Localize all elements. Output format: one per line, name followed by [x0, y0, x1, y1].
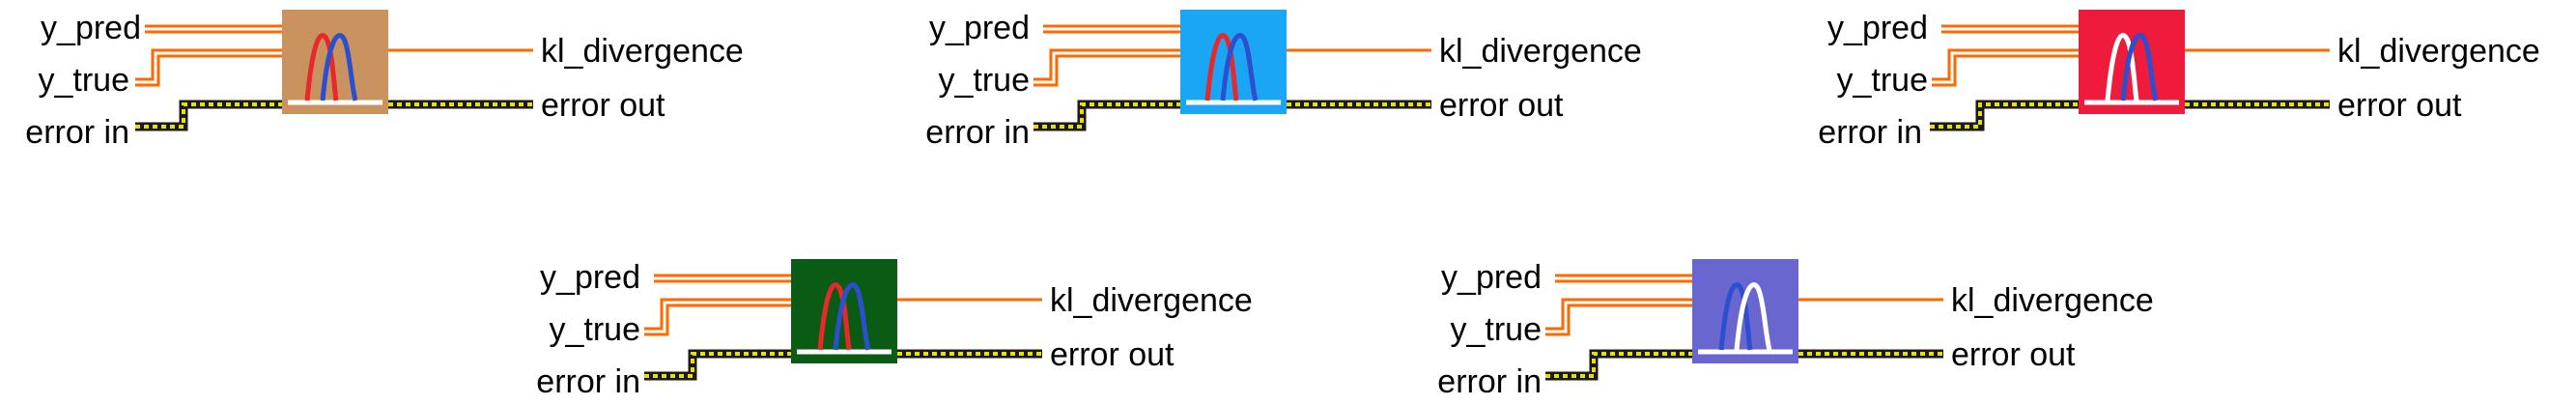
kl-divergence-icon[interactable] [791, 259, 897, 363]
y-true-label: y_true [1451, 311, 1543, 348]
error-in-wire[interactable] [135, 100, 282, 131]
y-pred-label: y_pred [929, 10, 1030, 46]
error-out-label: error out [2337, 87, 2462, 124]
error-in-label: error in [925, 114, 1030, 151]
error-out-label: error out [1951, 336, 2076, 373]
error-in-wire[interactable] [644, 349, 791, 381]
error-in-label: error in [1437, 363, 1542, 400]
error-out-label: error out [1439, 87, 1564, 124]
y-true-label: y_true [1837, 62, 1929, 99]
y-true-wire[interactable] [1033, 48, 1180, 87]
kl-divergence-icon[interactable] [282, 10, 388, 114]
y-pred-wire[interactable] [1555, 274, 1692, 283]
y-pred-wire[interactable] [654, 274, 791, 283]
y-pred-wire[interactable] [1043, 24, 1180, 34]
y-pred-wire[interactable] [1941, 24, 2079, 34]
y-pred-wire[interactable] [145, 24, 282, 34]
y-true-wire[interactable] [1932, 48, 2079, 87]
kl-divergence-label: kl_divergence [1951, 282, 2154, 319]
error-in-label: error in [25, 114, 129, 151]
kl-divergence-icon[interactable] [2079, 10, 2185, 114]
kl-divergence-label: kl_divergence [1439, 33, 1642, 70]
y-true-label: y_true [550, 311, 641, 348]
y-true-label: y_true [39, 62, 130, 99]
error-out-label: error out [541, 87, 665, 124]
kl-divergence-label: kl_divergence [1050, 282, 1253, 319]
kl-divergence-label: kl_divergence [541, 33, 744, 70]
error-in-wire[interactable] [1545, 349, 1692, 381]
kl-divergence-vi-4[interactable]: y_pred y_true error in kl_divergence err… [536, 259, 1253, 400]
kl-divergence-vi-1[interactable]: y_pred y_true error in kl_divergence err… [25, 10, 744, 151]
error-in-wire[interactable] [1033, 100, 1180, 131]
kl-divergence-icon[interactable] [1180, 10, 1287, 114]
kl-divergence-vi-3[interactable]: y_pred y_true error in kl_divergence err… [1818, 10, 2540, 151]
error-in-label: error in [1818, 114, 1922, 151]
y-true-wire[interactable] [135, 48, 282, 87]
y-true-wire[interactable] [644, 298, 791, 336]
y-pred-label: y_pred [540, 259, 640, 296]
y-true-wire[interactable] [1545, 298, 1692, 336]
y-true-label: y_true [939, 62, 1031, 99]
error-in-label: error in [536, 363, 640, 400]
error-in-wire[interactable] [1930, 100, 2079, 131]
error-out-label: error out [1050, 336, 1175, 373]
y-pred-label: y_pred [1827, 10, 1928, 46]
kl-divergence-vi-5[interactable]: y_pred y_true error in kl_divergence err… [1437, 259, 2154, 400]
kl-divergence-icon[interactable] [1692, 259, 1798, 363]
y-pred-label: y_pred [41, 10, 141, 46]
kl-divergence-vi-2[interactable]: y_pred y_true error in kl_divergence err… [925, 10, 1642, 151]
kl-divergence-label: kl_divergence [2337, 33, 2540, 70]
y-pred-label: y_pred [1441, 259, 1542, 296]
